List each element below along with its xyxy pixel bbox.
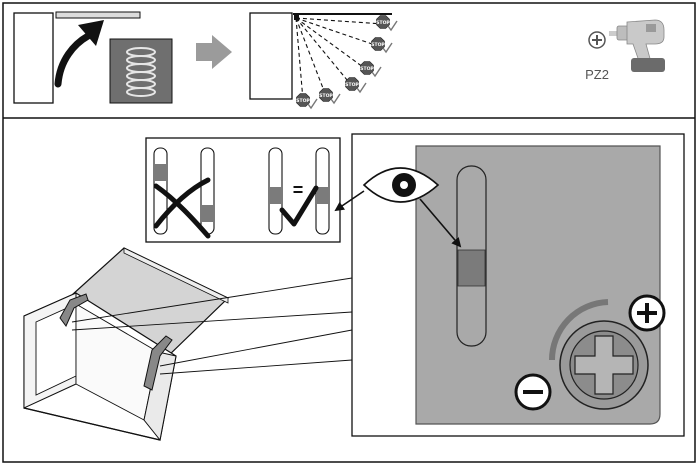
correct-setting: = bbox=[268, 147, 330, 235]
check-small-icon bbox=[382, 42, 393, 54]
indicator-marker bbox=[457, 249, 486, 287]
stop-badge: STOP bbox=[360, 61, 382, 78]
checkmark-icon bbox=[279, 185, 319, 227]
equal-sign: = bbox=[293, 180, 304, 200]
cabinet-side-panel bbox=[13, 12, 54, 104]
stop-sign-icon bbox=[319, 88, 333, 102]
stop-badges: STOP STOP STOP STOP STOP STOP bbox=[296, 15, 398, 110]
right-lift-mechanism bbox=[143, 335, 173, 391]
eye-icon bbox=[362, 167, 440, 203]
cordless-drill-icon bbox=[609, 19, 665, 72]
right-indicator-fill bbox=[201, 205, 214, 222]
stop-badge-label: STOP bbox=[296, 98, 310, 104]
flap-positions bbox=[295, 17, 384, 101]
look-arrow-to-comparison bbox=[334, 190, 365, 212]
callout-line-4 bbox=[159, 359, 353, 375]
check-small-icon bbox=[387, 20, 398, 32]
hinge-cluster-icon bbox=[294, 14, 299, 20]
stop-badge-label: STOP bbox=[345, 82, 359, 88]
zoom-detail bbox=[334, 133, 685, 437]
step-remove-cover bbox=[13, 11, 173, 104]
check-small-icon bbox=[371, 66, 382, 78]
stop-badge: STOP bbox=[345, 77, 367, 94]
indicator-comparison: = bbox=[145, 137, 341, 243]
callout-line-2 bbox=[71, 311, 353, 331]
spring-icon bbox=[126, 47, 156, 97]
increase-icon bbox=[628, 294, 666, 332]
callout-line-3 bbox=[159, 329, 353, 367]
phillips-bit-icon bbox=[588, 31, 606, 49]
stop-badge-label: STOP bbox=[376, 20, 390, 26]
step-opening-angles: STOP STOP STOP STOP STOP STOP bbox=[249, 12, 398, 110]
right-indicator-fill-ok bbox=[316, 187, 329, 204]
stop-badge: STOP bbox=[319, 88, 341, 105]
check-small-icon bbox=[307, 98, 318, 110]
look-arrow-to-window bbox=[419, 198, 462, 248]
check-small-icon bbox=[330, 93, 341, 105]
flap-top-edge bbox=[55, 11, 141, 19]
stop-badge: STOP bbox=[371, 37, 393, 54]
phillips-slot-icon bbox=[574, 335, 634, 395]
stop-badge: STOP bbox=[296, 93, 318, 110]
tool-section: PZ2 bbox=[585, 19, 665, 82]
stop-sign-icon bbox=[345, 77, 359, 91]
stop-sign-icon bbox=[371, 37, 385, 51]
left-indicator-fill bbox=[154, 164, 167, 181]
decrease-icon bbox=[514, 373, 552, 411]
stop-badge-label: STOP bbox=[319, 93, 333, 99]
curved-arrow-shaft bbox=[54, 32, 92, 88]
stop-badge-label: STOP bbox=[371, 42, 385, 48]
wrong-setting bbox=[153, 147, 215, 239]
next-step-arrow-icon bbox=[196, 35, 232, 69]
comparison-box bbox=[145, 137, 341, 243]
stop-badge: STOP bbox=[376, 15, 398, 32]
callout-line-top bbox=[71, 277, 353, 323]
cross-icon-stroke bbox=[153, 177, 211, 229]
stop-sign-icon bbox=[360, 61, 374, 75]
cabinet-illustration bbox=[23, 247, 353, 442]
cabinet-side-panel-2 bbox=[249, 12, 293, 100]
curved-arrow-icon bbox=[78, 20, 104, 46]
check-small-icon bbox=[356, 82, 367, 94]
stop-badge-label: STOP bbox=[360, 66, 374, 72]
cross-icon bbox=[153, 183, 211, 239]
left-lift-mechanism bbox=[59, 293, 89, 327]
rotation-arc bbox=[549, 299, 609, 361]
bit-size-label: PZ2 bbox=[585, 67, 609, 82]
stop-sign-icon bbox=[296, 93, 310, 107]
stop-sign-icon bbox=[376, 15, 390, 29]
left-indicator-fill-ok bbox=[269, 187, 282, 204]
